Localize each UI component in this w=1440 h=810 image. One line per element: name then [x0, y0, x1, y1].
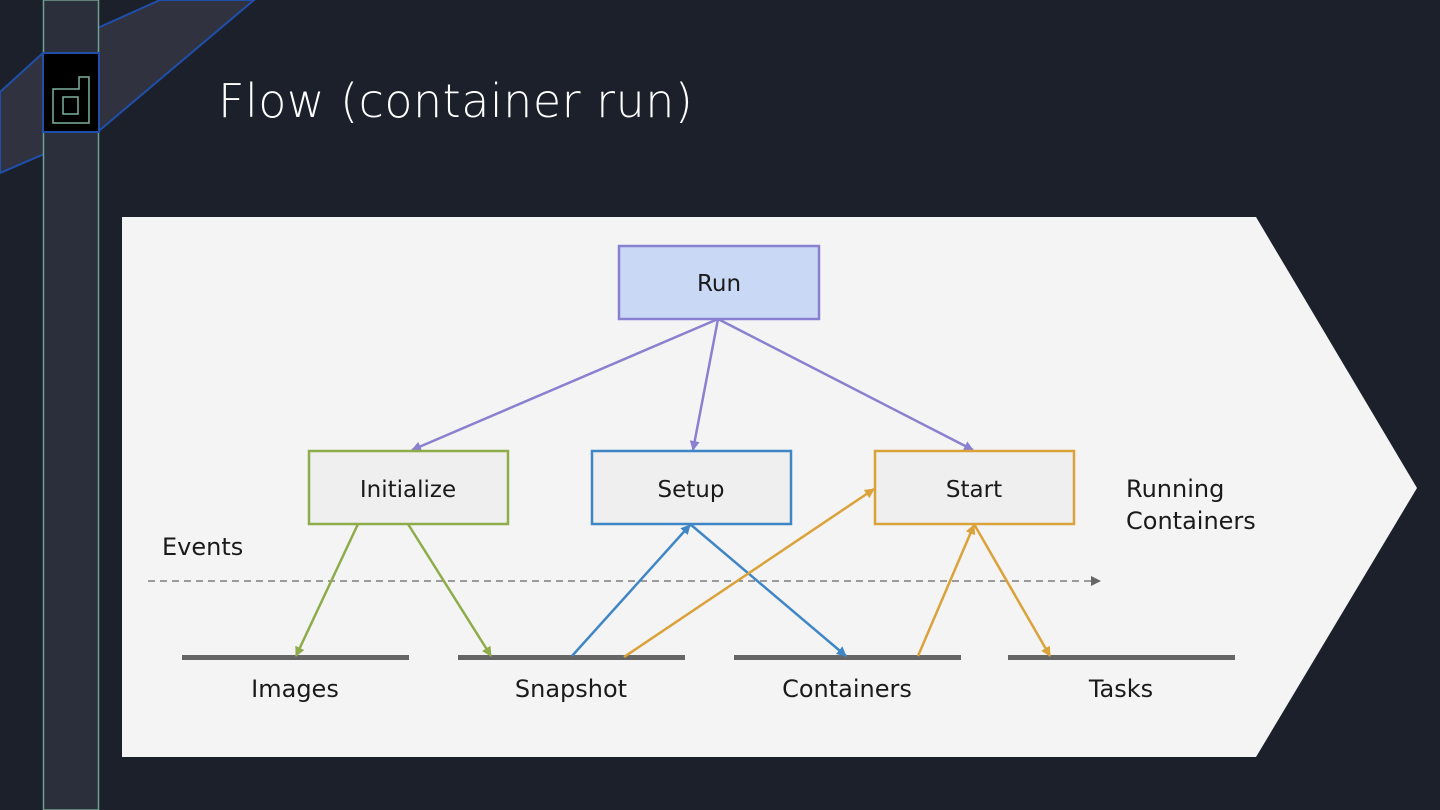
- events-label: Events: [162, 533, 243, 561]
- node-box: [590, 449, 793, 526]
- edge-run-initialize: [411, 317, 719, 452]
- node-box: [307, 449, 510, 526]
- edge-run-start: [717, 317, 974, 452]
- slide-title: Flow (container run): [218, 74, 694, 128]
- node-run: Run: [617, 244, 821, 321]
- decoration: [0, 0, 256, 810]
- store-bar: [458, 655, 685, 660]
- edge-snapshot-start: [623, 487, 875, 659]
- node-label: Run: [697, 271, 741, 297]
- running-containers-label-line2: Containers: [1126, 507, 1256, 535]
- store-images: Images: [182, 655, 409, 703]
- edge-setup-containers: [689, 523, 847, 657]
- store-bar: [734, 655, 961, 660]
- store-label: Images: [251, 675, 339, 703]
- edge-initialize-snapshot: [406, 523, 493, 657]
- store-label: Tasks: [1088, 675, 1153, 703]
- node-box: [617, 244, 821, 321]
- node-box: [873, 449, 1076, 526]
- vertical-band: [42, 0, 100, 810]
- edge-initialize-images: [294, 523, 360, 657]
- node-initialize: Initialize: [307, 449, 510, 526]
- edge-snapshot-setup: [571, 524, 691, 657]
- edge-start-tasks: [972, 523, 1052, 657]
- store-label: Containers: [782, 675, 912, 703]
- edge-run-setup: [689, 318, 720, 451]
- store-tasks: Tasks: [1008, 655, 1235, 703]
- store-snapshot: Snapshot: [458, 655, 685, 703]
- store-containers: Containers: [734, 655, 961, 703]
- edges: [294, 317, 1052, 659]
- node-label: Setup: [658, 477, 725, 503]
- node-label: Initialize: [360, 477, 456, 503]
- d-logo-icon: [52, 76, 90, 124]
- store-bar: [1008, 655, 1235, 660]
- running-containers-label-line1: Running: [1126, 475, 1224, 503]
- node-setup: Setup: [590, 449, 793, 526]
- node-label: Start: [946, 477, 1002, 503]
- store-bar: [182, 655, 409, 660]
- store-label: Snapshot: [515, 675, 627, 703]
- node-start: Start: [873, 449, 1076, 526]
- edge-containers-start: [916, 524, 976, 657]
